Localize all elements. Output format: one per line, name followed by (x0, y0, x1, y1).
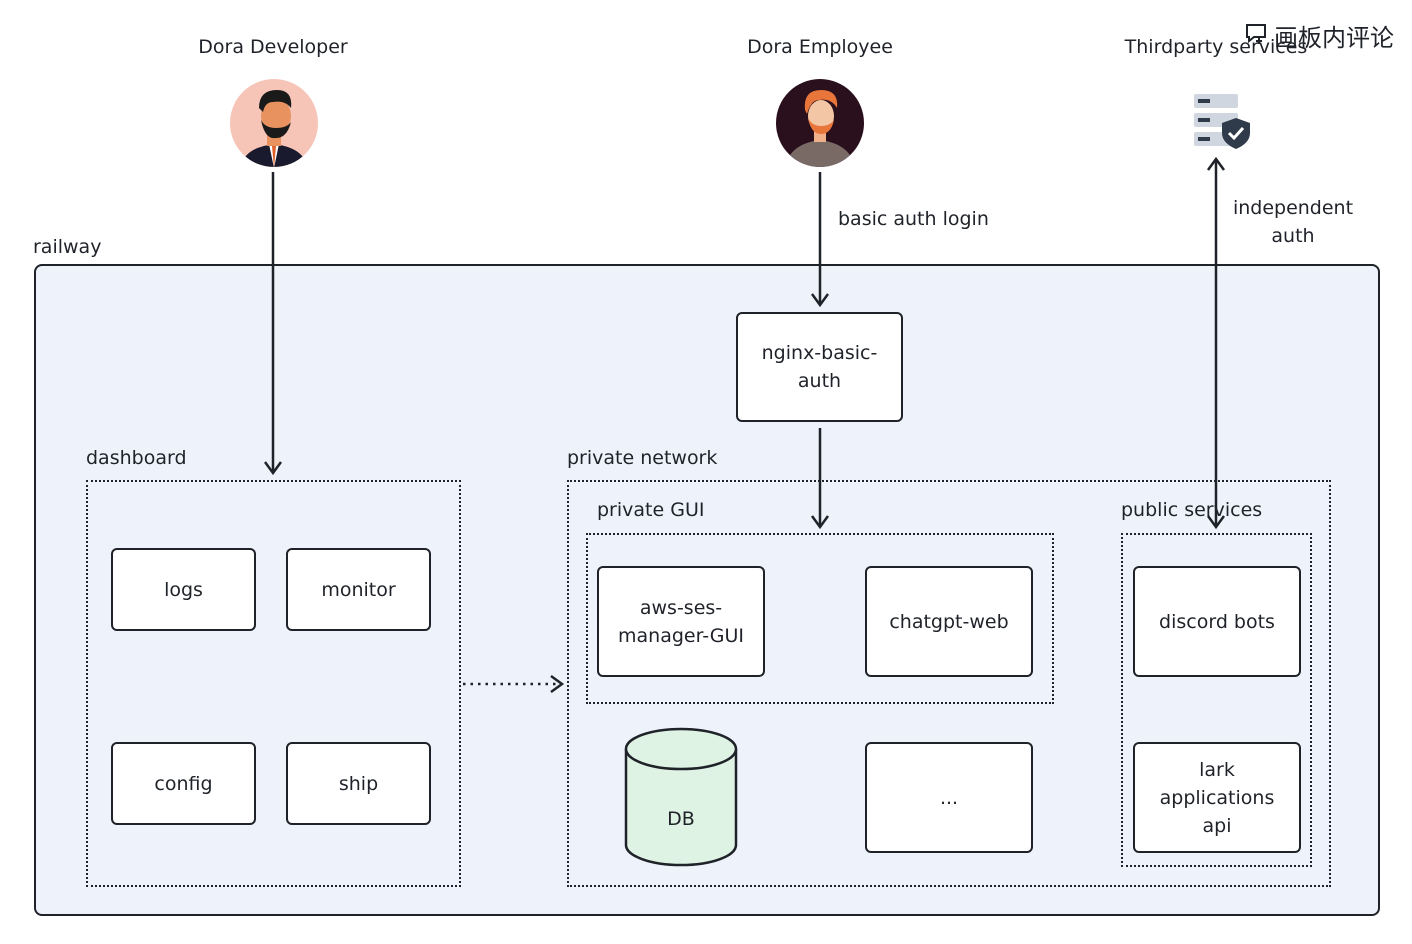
server-shield-icon (1192, 92, 1254, 158)
chatgpt-web-node[interactable]: chatgpt-web (865, 566, 1033, 677)
db-cylinder[interactable] (624, 727, 740, 873)
private-gui-label: private GUI (597, 499, 705, 521)
private-gui-group (586, 533, 1054, 704)
lark-applications-api-node[interactable]: lark applications api (1133, 742, 1301, 853)
discord-bots-node[interactable]: discord bots (1133, 566, 1301, 677)
developer-label: Dora Developer (198, 36, 348, 58)
private-network-label: private network (567, 447, 718, 469)
arrowhead-thirdparty (1206, 156, 1226, 171)
arrowhead-nginx (810, 293, 830, 308)
logs-node[interactable]: logs (111, 548, 256, 631)
monitor-node[interactable]: monitor (286, 548, 431, 631)
db-label: DB (667, 808, 695, 830)
ellipsis-node[interactable]: ... (865, 742, 1033, 853)
watermark-text: 画板内评论 (1274, 24, 1394, 52)
public-services-group (1121, 533, 1312, 867)
railway-label: railway (33, 236, 102, 258)
arrowhead-public-services (1206, 515, 1226, 530)
aws-ses-manager-gui-node[interactable]: aws-ses- manager-GUI (597, 566, 765, 677)
arrowhead-private-gui (810, 515, 830, 530)
developer-avatar (229, 78, 319, 172)
basic-auth-login-label: basic auth login (838, 208, 989, 230)
arrowhead-private-network (550, 674, 565, 694)
arrowhead-dashboard (263, 461, 283, 476)
nginx-basic-auth-node[interactable]: nginx-basic- auth (736, 312, 903, 422)
independent-auth-label: independent auth (1232, 197, 1354, 247)
watermark[interactable]: 画板内评论 (1244, 18, 1394, 53)
employee-label: Dora Employee (747, 36, 893, 58)
dashboard-group (86, 480, 461, 887)
public-services-label: public services (1121, 499, 1263, 521)
employee-avatar (775, 78, 865, 172)
config-node[interactable]: config (111, 742, 256, 825)
comment-add-icon (1244, 22, 1268, 50)
private-network-group (567, 480, 1331, 887)
dashboard-label: dashboard (86, 447, 187, 469)
ship-node[interactable]: ship (286, 742, 431, 825)
